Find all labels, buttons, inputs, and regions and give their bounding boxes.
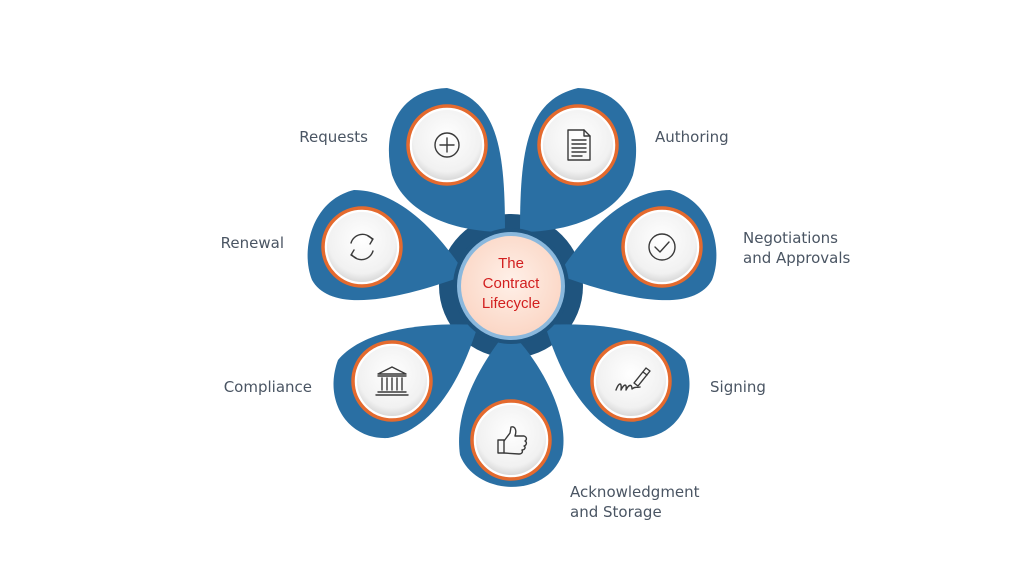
node-renewal-face	[327, 212, 397, 282]
center-face	[461, 236, 561, 336]
label-negotiations-line2: and Approvals	[743, 249, 851, 267]
thumbs-up-icon	[497, 426, 528, 455]
center-title-line1: The	[498, 255, 524, 272]
center-node: The Contract Lifecycle	[457, 232, 565, 340]
node-signing-face	[596, 346, 666, 416]
document-icon	[567, 129, 591, 161]
center-title-line3: Lifecycle	[482, 295, 540, 312]
label-acknowledgment-line1: Acknowledgment	[570, 483, 700, 501]
refresh-cycle-icon	[350, 233, 374, 261]
label-authoring: Authoring	[655, 128, 729, 146]
label-requests: Requests	[299, 128, 368, 146]
check-circle-icon	[648, 233, 676, 261]
node-signing	[590, 340, 672, 422]
node-negotiations	[621, 206, 703, 288]
node-authoring-face	[543, 110, 613, 180]
label-signing: Signing	[710, 378, 766, 396]
node-renewal	[321, 206, 403, 288]
center-title-line2: Contract	[483, 275, 541, 292]
label-negotiations-line1: Negotiations	[743, 229, 838, 247]
node-compliance	[351, 340, 433, 422]
plus-circle-icon	[434, 132, 460, 158]
label-renewal: Renewal	[221, 234, 284, 252]
label-compliance: Compliance	[224, 378, 312, 396]
label-acknowledgment-line2: and Storage	[570, 503, 662, 521]
node-requests	[406, 104, 488, 186]
signature-pen-icon	[615, 367, 651, 391]
node-acknowledgment	[470, 399, 552, 481]
node-negotiations-face	[627, 212, 697, 282]
node-authoring	[537, 104, 619, 186]
bank-building-icon	[375, 366, 409, 396]
node-acknowledgment-face	[476, 405, 546, 475]
